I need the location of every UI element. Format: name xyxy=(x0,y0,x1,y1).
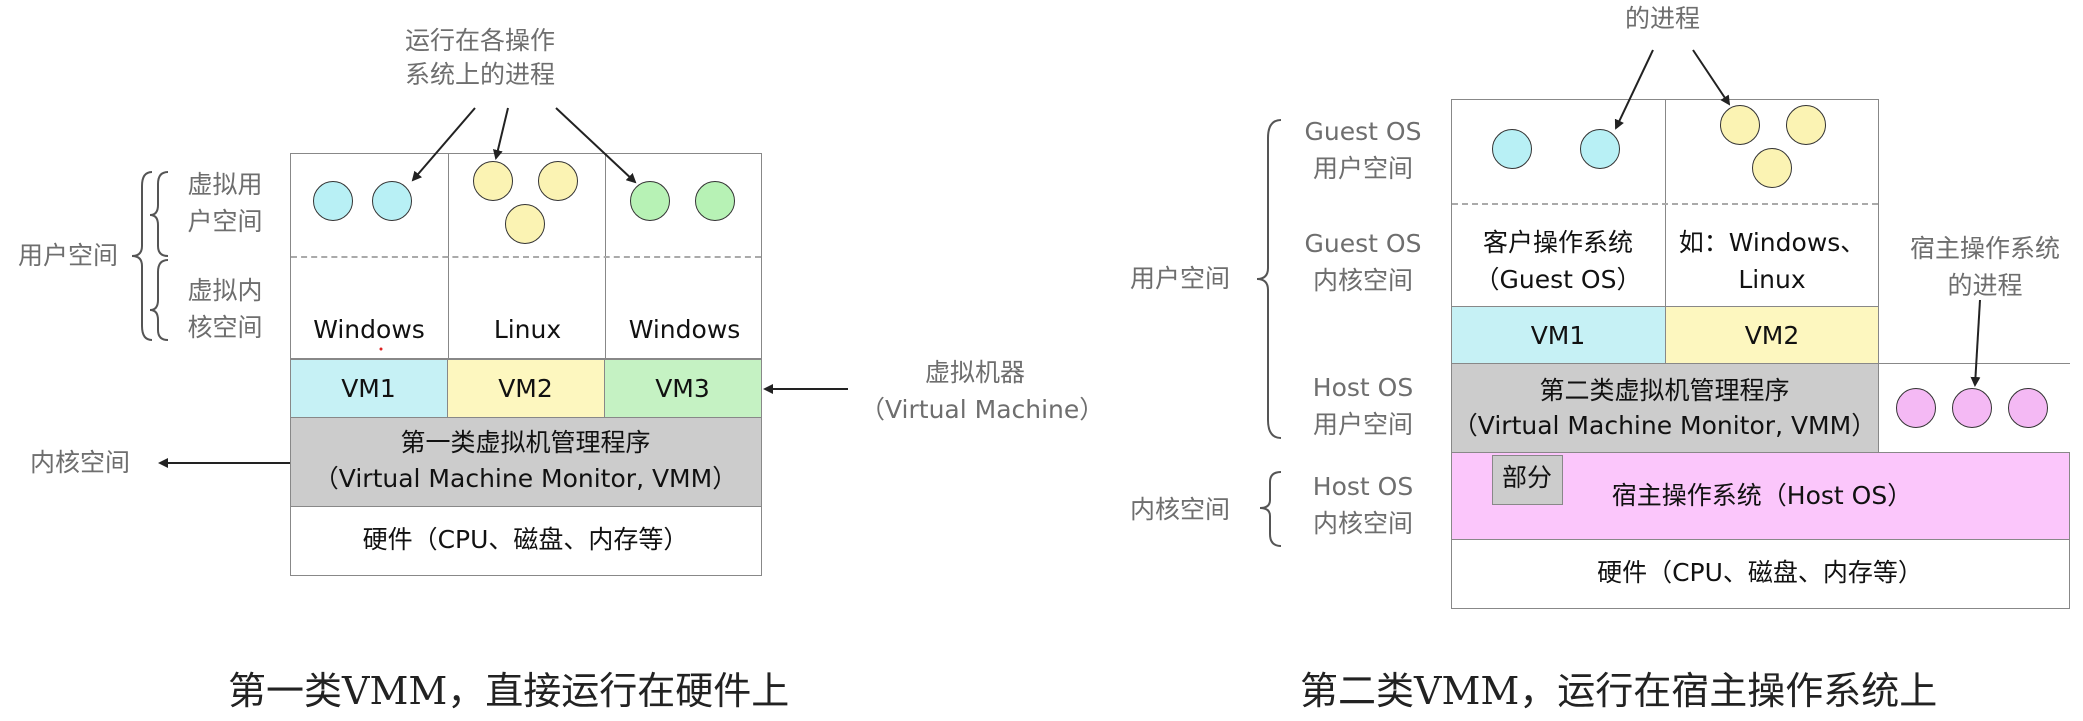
type1-virtual-machine-label: 虚拟机器 （Virtual Machine） xyxy=(860,354,1105,428)
type2-host-kernel-line1: Host OS xyxy=(1312,472,1414,501)
type2-vmm-line2: （Virtual Machine Monitor, VMM） xyxy=(1452,411,1877,440)
type2-host-user-line2: 用户空间 xyxy=(1312,410,1413,439)
type2-vmm-line1: 第二类虚拟机管理程序 xyxy=(1539,376,1790,405)
type1-process-circle xyxy=(538,161,578,201)
type2-part-label: 部分 xyxy=(1501,463,1552,492)
type2-vm2-label: VM2 xyxy=(1744,321,1800,350)
type1-guest-area xyxy=(290,153,762,359)
type1-process-circle xyxy=(473,161,513,201)
type2-guest-kernel-label: Guest OS 内核空间 xyxy=(1288,225,1438,299)
type1-vm2: VM2 xyxy=(447,359,605,418)
type1-virtual-machine-line2: （Virtual Machine） xyxy=(860,395,1105,424)
type2-process-circle xyxy=(1752,148,1792,188)
type1-process-circle xyxy=(313,181,353,221)
type2-process-circle xyxy=(1580,129,1620,169)
type1-virt-user-space-line1: 虚拟用 xyxy=(187,170,263,199)
type2-processes-label: 的进程 xyxy=(1625,4,1701,33)
type1-process-arrow-2 xyxy=(493,107,509,160)
type2-guest-os-line1: 客户操作系统 xyxy=(1482,228,1633,257)
type2-host-processes-area xyxy=(1878,363,2070,453)
type2-guest-kernel-line1: Guest OS xyxy=(1304,229,1422,258)
type2-user-kernel-divider xyxy=(1452,203,1878,205)
type2-host-user-line1: Host OS xyxy=(1312,373,1414,402)
type1-process-circle xyxy=(505,204,545,244)
type1-processes-label-line1: 运行在各操作 xyxy=(404,26,555,55)
type2-host-user-label: Host OS 用户空间 xyxy=(1288,369,1438,443)
type1-processes-label: 运行在各操作 系统上的进程 xyxy=(380,24,580,92)
type2-process-circle xyxy=(2008,388,2048,428)
type1-vm2-label: VM2 xyxy=(498,374,553,403)
type2-host-processes-label: 宿主操作系统 的进程 xyxy=(1895,230,2075,304)
type2-vm1-label: VM1 xyxy=(1530,321,1586,350)
type2-example-os-line1: 如：Windows、 xyxy=(1678,228,1866,257)
type1-process-circle xyxy=(372,181,412,221)
type2-hardware: 硬件（CPU、磁盘、内存等） xyxy=(1451,539,2070,609)
type1-hardware-label: 硬件（CPU、磁盘、内存等） xyxy=(362,525,689,554)
type1-virt-kernel-space-line1: 虚拟内 xyxy=(187,276,263,305)
type2-guest-user-line2: 用户空间 xyxy=(1312,154,1413,183)
type1-os-name-2: Linux xyxy=(493,315,562,344)
type1-os-name-1: Windows xyxy=(313,315,425,344)
type2-part-box: 部分 xyxy=(1492,455,1563,505)
type1-virt-kernel-brace xyxy=(149,259,169,341)
type2-user-space-label: 用户空间 xyxy=(1130,264,1231,293)
type1-virt-kernel-space-label: 虚拟内 核空间 xyxy=(180,272,270,346)
type2-guest-user-line1: Guest OS xyxy=(1304,117,1422,146)
type1-os-name-3: Windows xyxy=(628,315,741,344)
type1-os-column-2: Linux xyxy=(448,153,605,359)
type2-example-os-line2: Linux xyxy=(1738,265,1806,294)
type2-process-circle xyxy=(1896,388,1936,428)
type1-virt-user-space-label: 虚拟用 户空间 xyxy=(180,166,270,240)
type1-virt-kernel-space-line2: 核空间 xyxy=(187,313,263,342)
type2-process-circle xyxy=(1720,105,1760,145)
type2-host-processes-line1: 宿主操作系统 xyxy=(1909,234,2060,263)
type1-vm3: VM3 xyxy=(604,359,762,418)
type1-virt-user-brace xyxy=(149,171,169,257)
type2-host-processes-line2: 的进程 xyxy=(1947,271,2023,300)
type2-vm1: VM1 xyxy=(1451,306,1666,364)
type1-vm1: VM1 xyxy=(290,359,448,418)
type2-host-os-label: 宿主操作系统（Host OS） xyxy=(1611,481,1913,510)
type2-process-circle xyxy=(1786,105,1826,145)
type2-user-space-brace xyxy=(1256,119,1282,439)
type1-vm3-label: VM3 xyxy=(655,374,710,403)
type1-vmm-line1: 第一类虚拟机管理程序 xyxy=(400,428,651,457)
type1-user-space-brace xyxy=(131,171,153,341)
type2-vm2: VM2 xyxy=(1665,306,1879,364)
type1-processes-label-line2: 系统上的进程 xyxy=(404,59,555,89)
type2-host-kernel-label: Host OS 内核空间 xyxy=(1288,468,1438,542)
type1-virt-user-space-line2: 户空间 xyxy=(187,207,263,236)
type2-vmm: 第二类虚拟机管理程序 （Virtual Machine Monitor, VMM… xyxy=(1451,363,1879,453)
type2-process-circle xyxy=(1952,388,1992,428)
type1-virtual-machine-line1: 虚拟机器 xyxy=(924,358,1025,387)
type1-os-column-1: Windows xyxy=(290,153,448,359)
type2-guest-column-2: 如：Windows、 Linux xyxy=(1665,99,1879,306)
type1-kernel-space-label: 内核空间 xyxy=(30,448,131,477)
type1-process-circle xyxy=(630,181,670,221)
type1-vm1-label: VM1 xyxy=(341,374,396,403)
type2-guest-user-label: Guest OS 用户空间 xyxy=(1288,113,1438,187)
type2-kernel-space-label: 内核空间 xyxy=(1130,495,1231,524)
type1-user-kernel-divider xyxy=(291,256,761,258)
type1-user-space-label: 用户空间 xyxy=(18,241,119,270)
type1-vmm: 第一类虚拟机管理程序 （Virtual Machine Monitor, VMM… xyxy=(290,417,762,507)
type2-guest-column-1: 客户操作系统 （Guest OS） xyxy=(1451,99,1665,306)
type2-guest-kernel-line2: 内核空间 xyxy=(1312,266,1413,295)
type1-vmm-line2: （Virtual Machine Monitor, VMM） xyxy=(313,464,738,493)
type1-hardware: 硬件（CPU、磁盘、内存等） xyxy=(290,506,762,576)
type2-guest-os-line2: （Guest OS） xyxy=(1474,265,1642,294)
type2-caption: 第二类VMM，运行在宿主操作系统上 xyxy=(1300,669,1938,713)
type1-caption: 第一类VMM，直接运行在硬件上 xyxy=(228,669,790,713)
type2-host-kernel-line2: 内核空间 xyxy=(1312,509,1413,538)
type2-process-arrow-2 xyxy=(1692,49,1731,106)
type2-hardware-label: 硬件（CPU、磁盘、内存等） xyxy=(1597,558,1923,587)
type2-process-circle xyxy=(1492,129,1532,169)
type2-kernel-space-brace xyxy=(1259,471,1282,547)
type1-process-circle xyxy=(695,181,735,221)
